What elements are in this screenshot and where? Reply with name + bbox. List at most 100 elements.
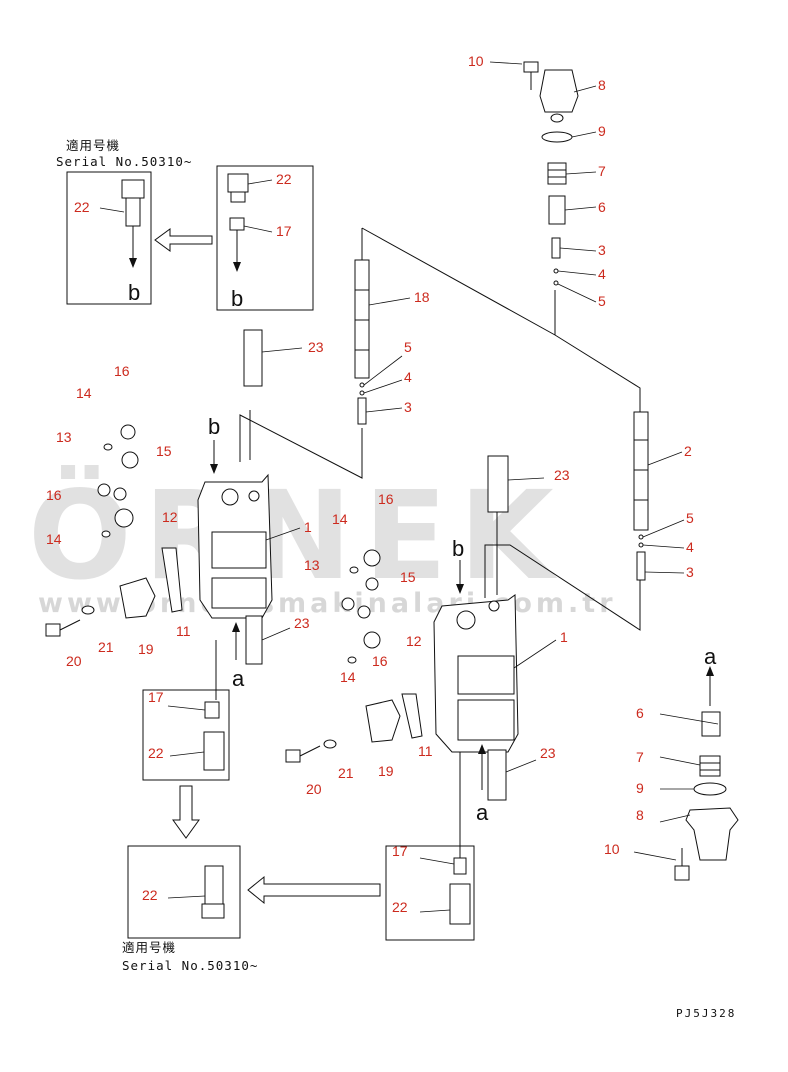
- leader-lines: [99, 61, 719, 913]
- callout-14: 14: [332, 511, 348, 527]
- callout-23: 23: [540, 745, 556, 761]
- callout-19: 19: [378, 763, 394, 779]
- retainer-part: [551, 237, 561, 259]
- callout-4: 4: [598, 266, 606, 282]
- callout-numbers: 10 8 9 7 6 3 4 5 18 5 4 3 2 5 4 3 22 22 …: [46, 53, 694, 915]
- callout-4: 4: [404, 369, 412, 385]
- serial-note-top-serial: Serial No.50310~: [56, 154, 192, 169]
- callout-10: 10: [604, 841, 620, 857]
- callout-12: 12: [162, 509, 178, 525]
- transition-arrows: [154, 228, 381, 905]
- callout-17: 17: [148, 689, 164, 705]
- arrow-left-top: [154, 228, 213, 252]
- flow-letter-b: b: [452, 536, 464, 561]
- callout-14: 14: [340, 669, 356, 685]
- serial-note-bottom-jp: 適用号機: [122, 940, 176, 955]
- callout-7: 7: [636, 749, 644, 765]
- callout-1: 1: [560, 629, 568, 645]
- callout-10: 10: [468, 53, 484, 69]
- callout-8: 8: [598, 77, 606, 93]
- valve-body-right: [285, 455, 519, 801]
- flow-letter-b: b: [208, 414, 220, 439]
- callout-14: 14: [76, 385, 92, 401]
- callout-11: 11: [418, 743, 433, 759]
- inset-box-2: [216, 165, 314, 311]
- serial-note-top-jp: 適用号機: [66, 138, 120, 153]
- plug-cover-part: [539, 69, 579, 113]
- callout-22: 22: [148, 745, 164, 761]
- callout-18: 18: [414, 289, 430, 305]
- callout-1: 1: [304, 519, 312, 535]
- inset-box-3: [142, 689, 230, 781]
- top-plug-assembly: [523, 61, 579, 286]
- callout-11: 11: [176, 623, 191, 639]
- callout-16: 16: [114, 363, 130, 379]
- callout-16: 16: [372, 653, 388, 669]
- callout-22: 22: [74, 199, 90, 215]
- callout-23: 23: [308, 339, 324, 355]
- inset-box-5: [385, 845, 475, 941]
- watermark-text: ÖRNEK: [28, 465, 566, 607]
- callout-7: 7: [598, 163, 606, 179]
- callout-6: 6: [636, 705, 644, 721]
- relief-valve-part: [487, 455, 509, 513]
- flow-letters: b b b b a a a: [128, 280, 717, 825]
- drawing-code: PJ5J328: [676, 1007, 736, 1020]
- inset-box-4: [127, 845, 241, 939]
- callout-23: 23: [554, 467, 570, 483]
- o-ring-part: [541, 131, 573, 143]
- callout-6: 6: [598, 199, 606, 215]
- callout-23: 23: [294, 615, 310, 631]
- flow-letter-a: a: [476, 800, 489, 825]
- arrow-left-bottom: [247, 875, 381, 905]
- callout-9: 9: [598, 123, 606, 139]
- callout-5: 5: [598, 293, 606, 309]
- flow-letter-a: a: [704, 644, 717, 669]
- relief-valve-part: [243, 329, 263, 387]
- callout-5: 5: [404, 339, 412, 355]
- spool-assembly-middle: [354, 259, 370, 425]
- callout-17: 17: [276, 223, 292, 239]
- callout-17: 17: [392, 843, 408, 859]
- cover-block-part: [119, 577, 156, 619]
- callout-15: 15: [400, 569, 416, 585]
- callout-3: 3: [404, 399, 412, 415]
- callout-12: 12: [406, 633, 422, 649]
- callout-8: 8: [636, 807, 644, 823]
- cover-block-part: [365, 699, 401, 743]
- valve-body-left: [45, 329, 273, 665]
- callout-3: 3: [598, 242, 606, 258]
- callout-20: 20: [66, 653, 82, 669]
- flow-letter-b: b: [231, 286, 243, 311]
- callout-21: 21: [98, 639, 114, 655]
- serial-note-bottom-serial: Serial No.50310~: [122, 958, 258, 973]
- callout-22: 22: [142, 887, 158, 903]
- callout-22: 22: [276, 171, 292, 187]
- callout-20: 20: [306, 781, 322, 797]
- callout-3: 3: [686, 564, 694, 580]
- plug-cover-part: [685, 807, 739, 861]
- callout-14: 14: [46, 531, 62, 547]
- spool-part: [633, 411, 649, 531]
- callout-4: 4: [686, 539, 694, 555]
- callout-13: 13: [304, 557, 320, 573]
- inset-parts: [121, 173, 471, 925]
- spool-assembly-right: [633, 411, 649, 581]
- spring-part: [547, 162, 567, 185]
- spool-part: [354, 259, 370, 379]
- callout-13: 13: [56, 429, 72, 445]
- bottom-plug-assembly: [674, 666, 739, 881]
- callout-16: 16: [378, 491, 394, 507]
- inset-box-1: [66, 171, 152, 305]
- callout-9: 9: [636, 780, 644, 796]
- callout-16: 16: [46, 487, 62, 503]
- spacer-part: [548, 195, 566, 225]
- callout-5: 5: [686, 510, 694, 526]
- callout-21: 21: [338, 765, 354, 781]
- flow-letter-b: b: [128, 280, 140, 305]
- callout-2: 2: [684, 443, 692, 459]
- flow-letter-a: a: [232, 666, 245, 691]
- arrow-down-left: [172, 785, 200, 839]
- callout-15: 15: [156, 443, 172, 459]
